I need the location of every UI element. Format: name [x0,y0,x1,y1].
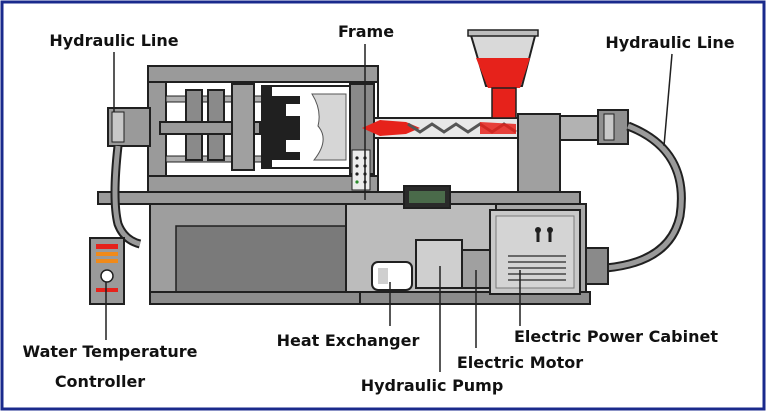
side-block [585,247,609,285]
label-hydraulic-line-right: Hydraulic Line [605,33,734,52]
label-water-temperature: Water Temperature [23,342,198,361]
label-electric-power-cabinet: Electric Power Cabinet [514,327,718,346]
leader-hydraulic-line-right [663,53,673,147]
leader-lines [105,44,673,372]
label-hydraulic-pump: Hydraulic Pump [361,376,504,395]
right-hose-inner [605,123,684,271]
injection-unit [362,29,629,209]
heat-exchanger [371,261,413,291]
left-hydraulic-cylinder [107,107,151,147]
right-hose [605,121,686,273]
water-temperature-controller [89,237,125,305]
label-electric-motor: Electric Motor [457,353,583,372]
clamp-frame [147,65,379,193]
label-frame: Frame [338,22,394,41]
label-heat-exchanger: Heat Exchanger [277,331,420,350]
electric-power-cabinet [489,209,581,295]
hydraulic-pump [415,239,463,289]
left-hose-inner [112,145,141,247]
label-hydraulic-line-left: Hydraulic Line [49,31,178,50]
label-controller: Controller [55,372,145,391]
